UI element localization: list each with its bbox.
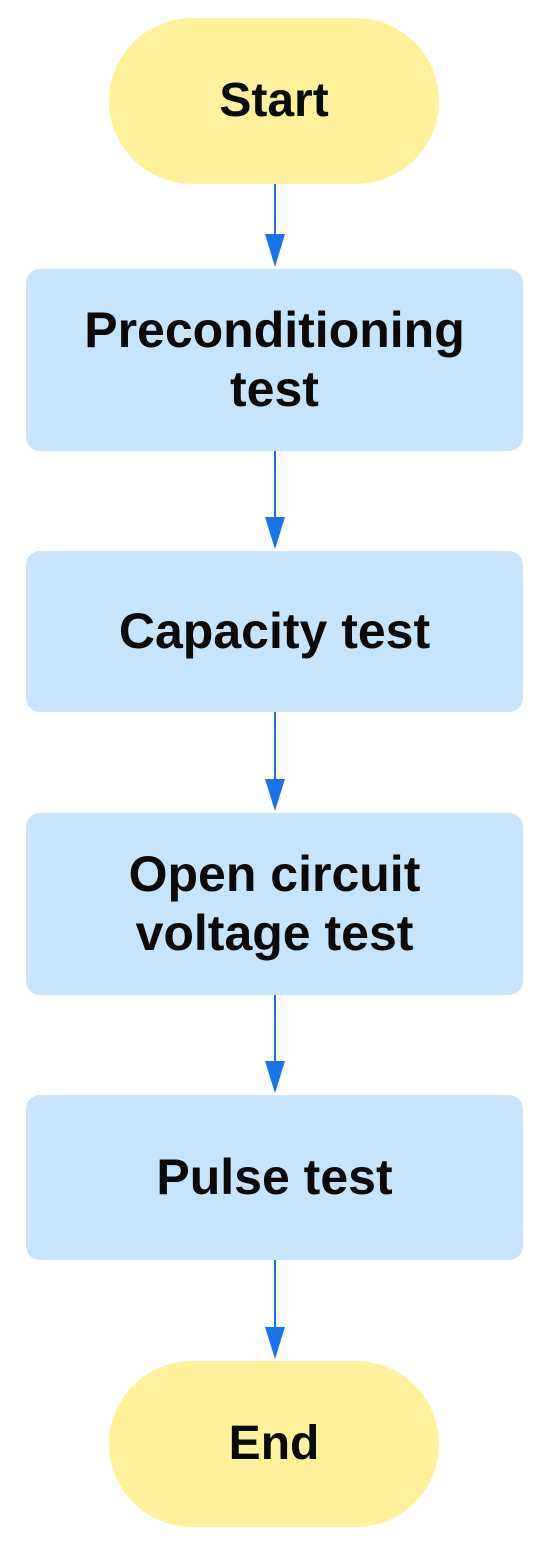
preconditioning-test-label: Preconditioning test — [84, 302, 465, 417]
arrowhead-start-to-preconditioning — [265, 234, 285, 267]
arrowhead-pulse-to-end — [265, 1327, 285, 1359]
start-label: Start — [219, 73, 329, 127]
start-node: Start — [109, 18, 439, 184]
open-circuit-voltage-test-label: Open circuit voltage test — [128, 846, 421, 961]
arrowhead-capacity-to-ocv — [265, 779, 285, 811]
arrowhead-ocv-to-pulse — [265, 1061, 285, 1093]
open-circuit-voltage-test-node: Open circuit voltage test — [26, 813, 523, 995]
pulse-test-label: Pulse test — [156, 1149, 393, 1205]
preconditioning-test-node: Preconditioning test — [26, 269, 523, 451]
end-node: End — [109, 1361, 439, 1527]
arrowhead-preconditioning-to-capacity — [265, 517, 285, 549]
pulse-test-node: Pulse test — [26, 1095, 523, 1260]
end-label: End — [228, 1416, 320, 1470]
capacity-test-node: Capacity test — [26, 551, 523, 712]
capacity-test-label: Capacity test — [118, 603, 431, 659]
